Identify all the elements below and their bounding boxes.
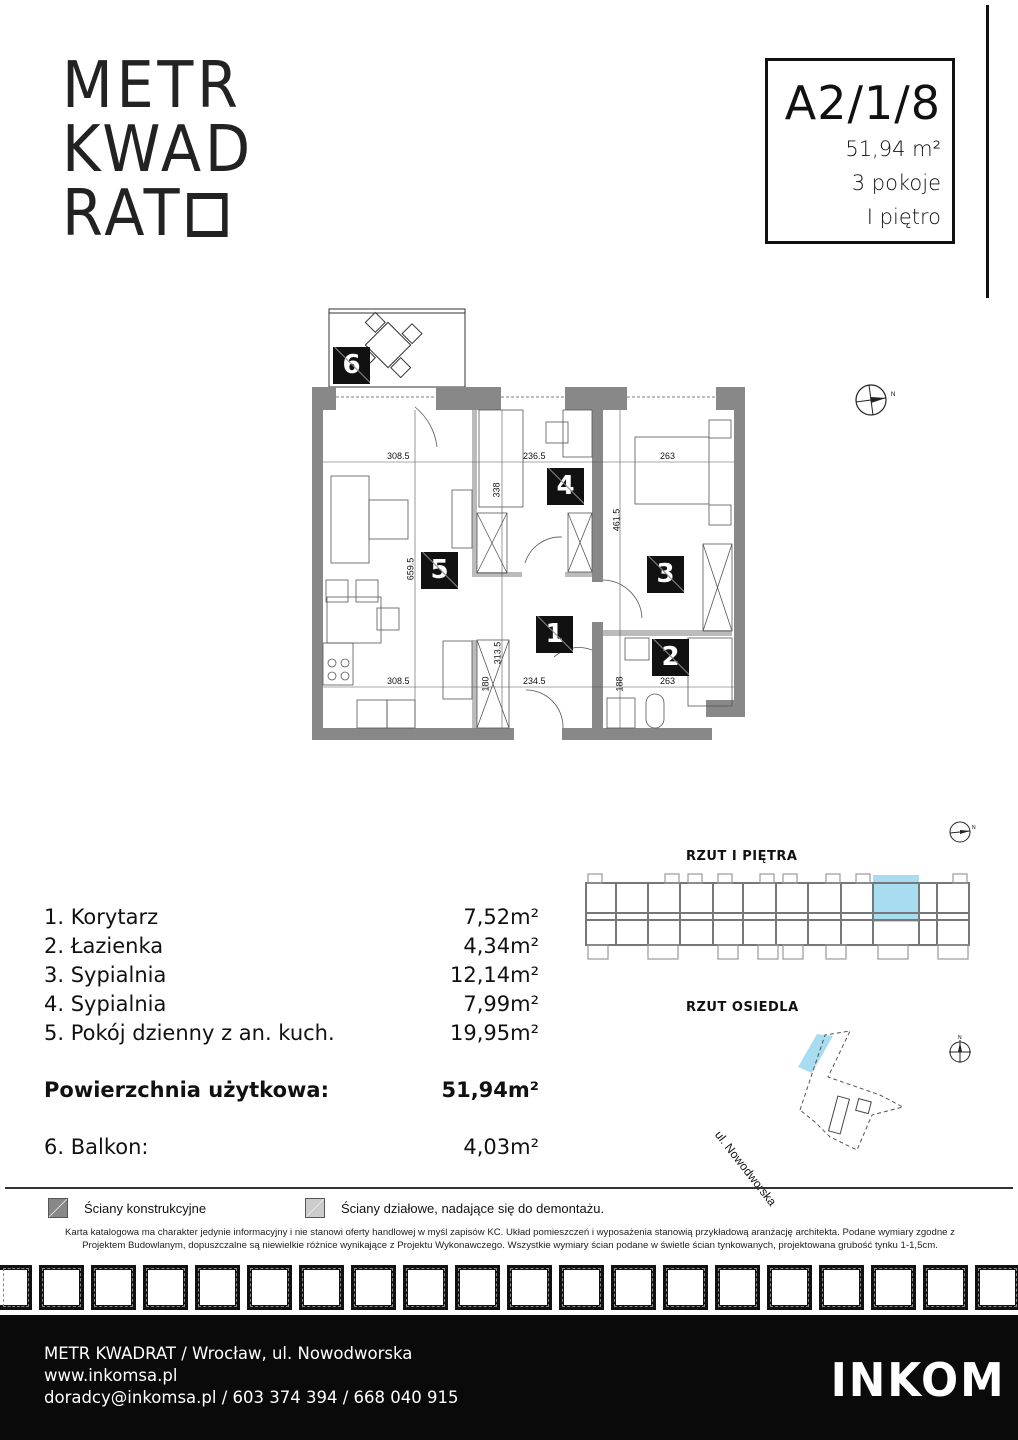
compass-icon: N (855, 384, 895, 416)
legend-partition: Ściany działowe, nadające się do demonta… (305, 1198, 604, 1218)
frame-icon (299, 1265, 344, 1310)
partition-wall-swatch-icon (305, 1198, 325, 1218)
floor-plan-drawing (312, 308, 745, 740)
balcony-row: 6. Balkon: 4,03m² (44, 1133, 539, 1162)
frame-icon (507, 1265, 552, 1310)
apartment-rooms: 3 pokoje (851, 171, 941, 195)
footer-contact[interactable]: doradcy@inkomsa.pl / 603 374 394 / 668 0… (44, 1388, 459, 1407)
room-row: 2. Łazienka 4,34m² (44, 932, 539, 961)
total-area: 51,94m² (441, 1078, 539, 1102)
frame-icon (455, 1265, 500, 1310)
inkom-logo: INKOM (830, 1353, 1006, 1407)
frame-icon (871, 1265, 916, 1310)
legend-partition-label: Ściany działowe, nadające się do demonta… (341, 1200, 605, 1216)
dimension: 236.5 (523, 451, 546, 461)
frame-icon (559, 1265, 604, 1310)
dimension: 313.5 (492, 641, 503, 665)
frame-icon (663, 1265, 708, 1310)
footer-project: METR KWADRAT / Wrocław, ul. Nowodworska (44, 1344, 413, 1363)
room-name: 3. Sypialnia (44, 963, 167, 987)
frame-icon (247, 1265, 292, 1310)
dimension: 659.5 (405, 557, 416, 581)
dimension: 263 (660, 451, 676, 461)
room-area: 4,34m² (463, 934, 539, 958)
frame-icon (91, 1265, 136, 1310)
frame-icon (143, 1265, 188, 1310)
frame-icon (715, 1265, 760, 1310)
floor-plan-title: RZUT I PIĘTRA (686, 849, 798, 864)
room-label-5: 5 (421, 552, 458, 589)
logo-square-icon (186, 193, 228, 237)
total-label: Powierzchnia użytkowa: (44, 1078, 329, 1102)
logo-line-2: KWAD (62, 113, 254, 187)
apartment-area: 51,94 m² (845, 137, 941, 161)
frame-icon (195, 1265, 240, 1310)
frame-icon (819, 1265, 864, 1310)
separator (5, 1187, 1013, 1189)
total-area-row: Powierzchnia użytkowa: 51,94m² (44, 1076, 539, 1105)
room-name: 4. Sypialnia (44, 992, 167, 1016)
svg-text:N: N (972, 825, 976, 831)
frame-icon (923, 1265, 968, 1310)
dimension: 234.5 (523, 676, 546, 686)
room-row: 3. Sypialnia 12,14m² (44, 961, 539, 990)
legend-structural: Ściany konstrukcyjne (48, 1198, 206, 1218)
room-row: 5. Pokój dzienny z an. kuch. 19,95m² (44, 1019, 539, 1048)
dimension: 461.5 (611, 508, 622, 532)
logo-line-3: RAT (62, 177, 184, 251)
disclaimer-line-1: Karta katalogowa ma charakter jedynie in… (65, 1227, 955, 1238)
estate-site-plan (798, 1030, 905, 1151)
frame-icon (611, 1265, 656, 1310)
room-name: 5. Pokój dzienny z an. kuch. (44, 1021, 335, 1045)
frame-icon (975, 1265, 1018, 1310)
frame-icon (351, 1265, 396, 1310)
decorative-frieze (0, 1265, 1018, 1310)
room-row: 4. Sypialnia 7,99m² (44, 990, 539, 1019)
dimension: 308.5 (387, 676, 410, 686)
balcony-area: 4,03m² (463, 1135, 539, 1159)
room-area: 7,52m² (463, 905, 539, 929)
room-list: 1. Korytarz 7,52m² 2. Łazienka 4,34m² 3. S… (44, 903, 539, 1162)
frame-icon (767, 1265, 812, 1310)
room-name: 1. Korytarz (44, 905, 159, 929)
compass-icon: N (949, 821, 976, 843)
north-compass-icon: N (949, 1035, 971, 1063)
apartment-info-box: A2/1/8 51,94 m² 3 pokoje I piętro (765, 58, 955, 244)
logo: METR KWAD RAT (62, 54, 254, 246)
frame-icon (39, 1265, 84, 1310)
room-name: 2. Łazienka (44, 934, 164, 958)
disclaimer-line-2: Projektem Budowlanym, dopuszczalne są ni… (82, 1240, 938, 1251)
frame-icon (0, 1265, 32, 1310)
apartment-floor: I piętro (866, 205, 941, 229)
frame-icon (403, 1265, 448, 1310)
room-label-3: 3 (647, 556, 684, 593)
dimension: 263 (660, 676, 676, 686)
floor-plan: 6 5 4 1 3 2 308.5 236.5 263 338 461.5 65… (300, 300, 760, 750)
room-label-6: 6 (333, 347, 370, 384)
dimension: 188 (614, 676, 625, 692)
apartment-code: A2/1/8 (784, 76, 941, 130)
svg-text:N: N (891, 392, 895, 398)
room-row: 1. Korytarz 7,52m² (44, 903, 539, 932)
divider (986, 5, 989, 298)
dimension: 180 (480, 676, 491, 692)
dimension: 338 (491, 482, 502, 498)
room-area: 7,99m² (463, 992, 539, 1016)
room-label-4: 4 (547, 468, 584, 505)
disclaimer: Karta katalogowa ma charakter jedynie in… (30, 1226, 990, 1252)
estate-plan-title: RZUT OSIEDLA (686, 1000, 799, 1015)
balcony-label: 6. Balkon: (44, 1135, 149, 1159)
building-floor-plan (585, 873, 970, 960)
room-label-2: 2 (652, 639, 689, 676)
footer-website-link[interactable]: www.inkomsa.pl (44, 1366, 178, 1385)
logo-line-1: METR (62, 49, 242, 123)
room-area: 19,95m² (450, 1021, 539, 1045)
room-area: 12,14m² (450, 963, 539, 987)
north-label: N (958, 1035, 962, 1041)
dimension: 308.5 (387, 451, 410, 461)
legend-structural-label: Ściany konstrukcyjne (84, 1200, 207, 1216)
room-label-1: 1 (536, 616, 573, 653)
structural-wall-swatch-icon (48, 1198, 68, 1218)
footer: METR KWADRAT / Wrocław, ul. Nowodworska … (0, 1315, 1018, 1440)
